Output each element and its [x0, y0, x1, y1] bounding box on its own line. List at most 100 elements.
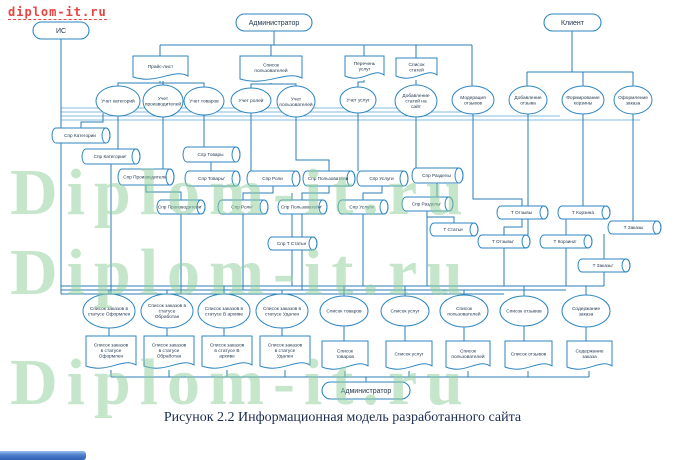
node-label: Спр Категории'	[94, 154, 127, 159]
process-shape	[339, 86, 377, 114]
datastore-cap	[621, 258, 631, 273]
terminator-shape	[543, 13, 602, 32]
edge	[80, 113, 104, 128]
edge	[145, 185, 182, 200]
node-administrator-top: Администратор	[235, 13, 313, 32]
node-label: Администратор	[341, 388, 392, 395]
datastore-cap	[346, 170, 356, 187]
process-shape	[499, 295, 549, 327]
node-reviews-list-proc: Список отзывов	[499, 295, 549, 327]
datastore-cap	[231, 146, 241, 163]
document-shape	[385, 340, 433, 370]
datastore-cap	[196, 199, 206, 215]
edge	[295, 117, 330, 171]
datastore-cap	[469, 222, 479, 237]
document-shape	[566, 340, 613, 370]
document-shape	[321, 340, 369, 370]
datastore-cap	[101, 127, 111, 144]
node-services-accounting: Учет услуг	[339, 86, 377, 114]
document-shape	[239, 55, 303, 82]
datastore-cap	[131, 148, 141, 165]
datastore-cap	[601, 205, 611, 220]
process-shape	[319, 295, 369, 327]
node-t-cart-2: Т Корзина'	[539, 234, 593, 249]
node-ds-manufacturers-2: Спр Производители'	[156, 199, 206, 215]
node-ds-users-2: Спр Пользователи'	[277, 199, 328, 215]
node-ds-services-2: Спр Услуги'	[337, 199, 389, 215]
node-is: ИС	[32, 21, 90, 40]
node-label: Т Заказы	[624, 225, 644, 230]
edge	[271, 83, 297, 86]
node-label: Клиент	[561, 20, 585, 27]
datastore-cap	[259, 199, 269, 215]
process-shape	[561, 294, 611, 328]
document-shape	[143, 335, 195, 369]
node-ds-roles-2: Спр Роли'	[217, 199, 269, 215]
node-label: Т Корзина	[572, 210, 594, 215]
edge	[250, 83, 272, 88]
node-label: Прайс-лист	[148, 63, 174, 70]
edge	[160, 82, 205, 88]
datastore-cap	[308, 236, 318, 251]
process-shape	[439, 294, 489, 328]
node-roles-accounting: Учет ролей	[230, 87, 272, 114]
edge	[503, 219, 523, 235]
edge	[362, 186, 383, 200]
node-ds-roles: Спр Роли	[246, 170, 301, 187]
edge	[426, 211, 455, 223]
node-price-list-doc: Прайс-лист	[132, 55, 189, 80]
process-shape	[394, 84, 438, 118]
node-label: Спр Разделы	[422, 173, 451, 178]
node-label: Спр Услуги'	[349, 205, 374, 210]
document-shape	[445, 340, 491, 370]
node-label: Спр Производители	[123, 175, 167, 180]
datastore-cap	[583, 234, 593, 249]
process-shape	[82, 293, 136, 329]
node-goods-accounting: Учет товаров	[183, 86, 225, 116]
node-administrator-bottom: Администратор	[321, 381, 411, 400]
document-shape	[504, 340, 553, 370]
node-label: Спр Роли	[262, 176, 283, 181]
node-label: Спр Пользователи'	[281, 205, 322, 210]
node-t-orders-2: Т Заказы'	[577, 258, 631, 273]
node-label: Т Заказы'	[593, 263, 614, 268]
document-shape	[395, 57, 438, 79]
node-label: Спр Услуги	[369, 176, 394, 181]
node-label: Список отзывов	[506, 309, 542, 315]
taskbar-fragment	[0, 451, 86, 460]
node-label: Список товаров	[326, 309, 362, 315]
edge	[242, 186, 274, 200]
datastore-cap	[521, 234, 531, 249]
datastore-cap	[379, 199, 389, 215]
document-shape	[201, 335, 253, 369]
terminator-shape	[235, 13, 313, 32]
terminator-shape	[321, 381, 411, 400]
node-ds-categories-2: Спр Категории'	[81, 148, 141, 165]
